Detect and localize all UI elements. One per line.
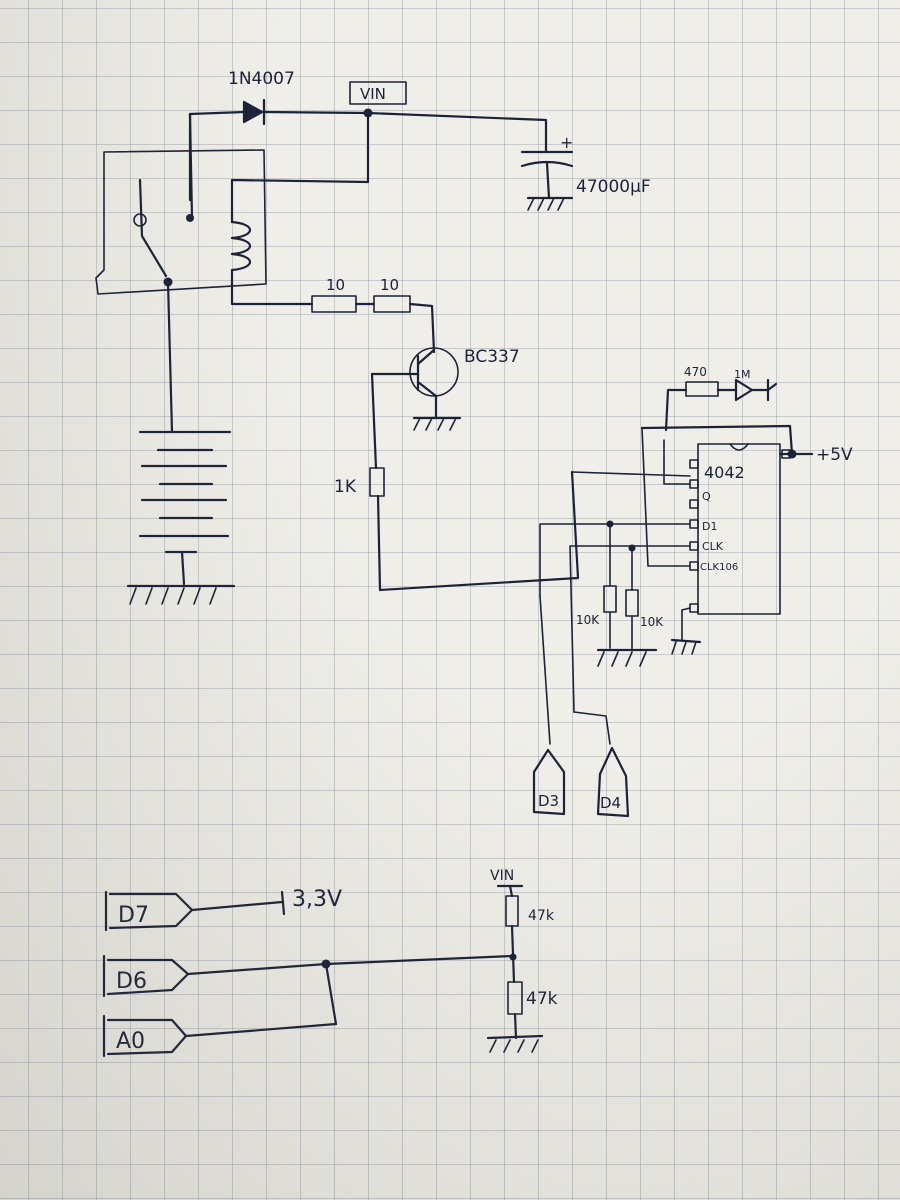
diode-1n4007 <box>186 98 370 222</box>
ic-4042 <box>689 443 791 615</box>
resistor-470 <box>685 381 719 397</box>
resistor-10k-a-label: 10K <box>576 613 600 627</box>
resistor-10k-b <box>625 589 639 617</box>
resistor-47k-a-label: 47k <box>528 908 555 924</box>
vin-top-label: VIN <box>360 85 386 103</box>
resistor-47k-a <box>505 895 519 927</box>
resistor-47k-b-label: 47k <box>526 989 558 1009</box>
battery-stack <box>126 280 236 605</box>
ic-pin-d1-label: D1 <box>702 520 717 533</box>
relay-switch <box>133 178 173 287</box>
transistor-bc337 <box>370 347 462 431</box>
relay-box <box>95 149 267 295</box>
relay-coil <box>230 220 314 306</box>
resistor-10-b-label: 10 <box>380 276 399 294</box>
connector-d7-label: D7 <box>118 903 149 928</box>
capacitor-label: 47000µF <box>576 177 651 197</box>
connector-a0-label: A0 <box>116 1029 145 1054</box>
resistor-1k-label: 1K <box>334 477 357 497</box>
divider-section: D7 3,3V D6 A0 VIN 47k 47k <box>102 868 558 1058</box>
connector-d4 <box>596 746 630 818</box>
resistor-1k <box>369 467 385 497</box>
supply-label: +5V <box>816 445 853 465</box>
vin-top-box <box>349 81 407 105</box>
v33-label: 3,3V <box>292 887 342 912</box>
ic-pin-clk-label: CLK <box>702 540 724 553</box>
resistor-10-b <box>373 295 411 313</box>
connector-d6-label: D6 <box>116 969 147 994</box>
relay-supply-section: 1N4007 VIN + 47000µF <box>95 69 651 605</box>
resistor-10k-b-label: 10K <box>640 615 664 629</box>
vin-bottom-label: VIN <box>490 868 514 884</box>
capacitor-plus-sign: + <box>560 133 573 152</box>
resistor-470-label: 470 <box>684 365 707 379</box>
resistor-10-a <box>311 295 357 313</box>
ic-pin-clk106-label: CLK106 <box>700 562 738 573</box>
latch-section: 470 1M +5V 4042 Q D1 CLK CLK106 <box>532 365 853 818</box>
diode-label: 1N4007 <box>228 69 295 89</box>
resistor-10-a-label: 10 <box>326 276 345 294</box>
resistor-10k-a <box>603 585 617 613</box>
ic-label: 4042 <box>704 463 745 482</box>
resistor-47k-b <box>507 981 523 1015</box>
led-symbol <box>734 378 754 402</box>
ic-pin-q-label: Q <box>702 490 711 503</box>
connector-d3-label: D3 <box>538 792 559 810</box>
transistor-label: BC337 <box>464 347 520 367</box>
led-label: 1M <box>734 368 751 381</box>
connector-d3 <box>532 748 566 816</box>
capacitor-47000uf <box>520 150 574 211</box>
connector-d4-label: D4 <box>600 794 621 812</box>
